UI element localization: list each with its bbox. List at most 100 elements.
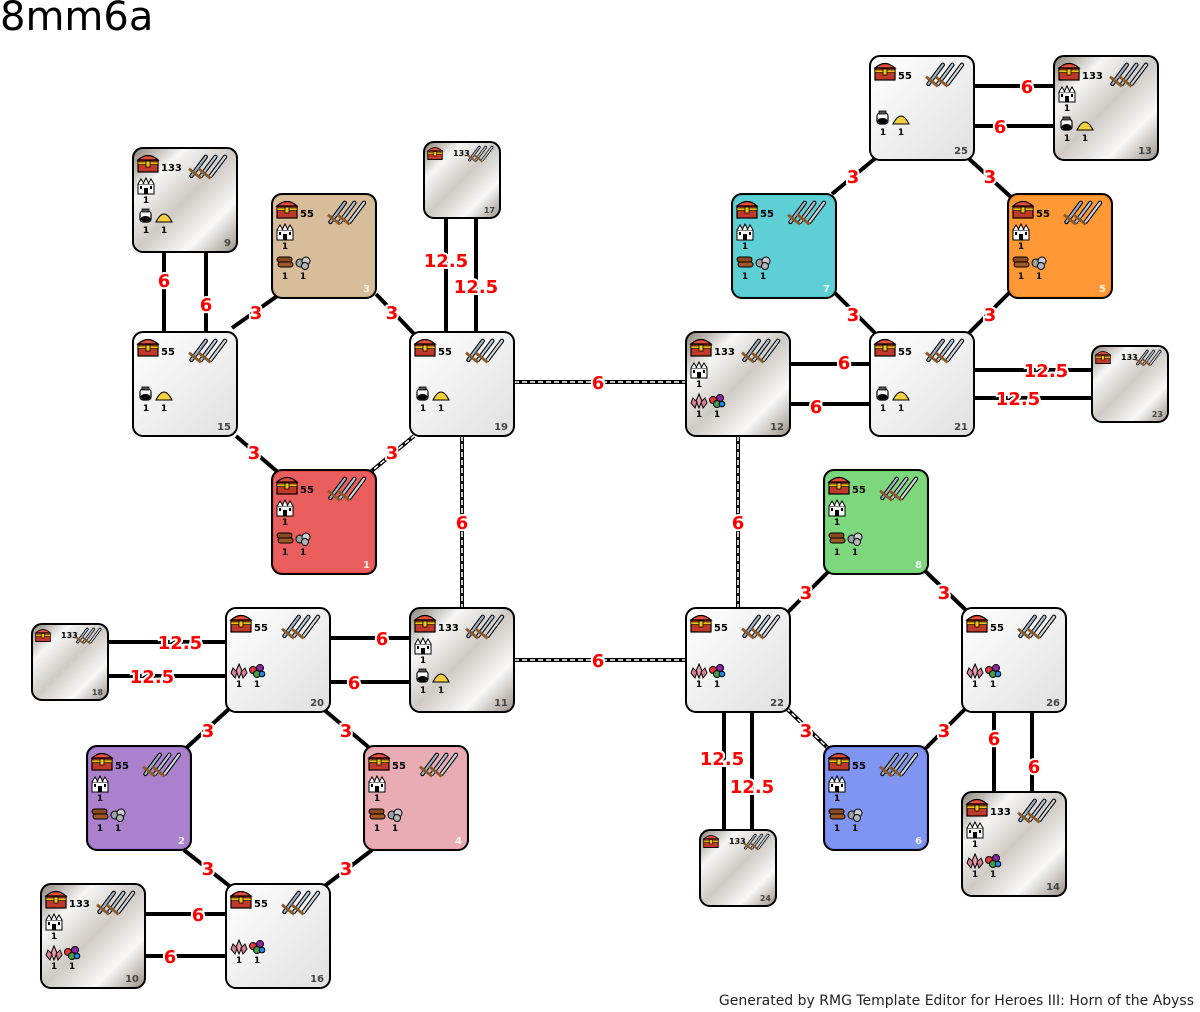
ore-resource-icon bbox=[755, 256, 771, 270]
gems-resource-icon bbox=[249, 664, 266, 678]
connection-label: 3 bbox=[938, 583, 951, 604]
treasure-chest-icon bbox=[413, 614, 437, 633]
zone-number: 5 bbox=[1099, 284, 1106, 295]
town-castle-icon bbox=[828, 774, 846, 793]
zone-number: 4 bbox=[455, 836, 462, 847]
treasure-value: 133 bbox=[1121, 353, 1138, 362]
connection-line bbox=[964, 154, 1014, 200]
ore-resource-icon bbox=[387, 808, 403, 822]
connection-1-19: 3 bbox=[366, 434, 416, 476]
zone-number: 1 bbox=[363, 560, 370, 571]
guards-swords-icon bbox=[465, 614, 505, 640]
town-castle-icon bbox=[45, 912, 63, 931]
treasure-value: 55 bbox=[990, 623, 1004, 634]
treasure-value: 55 bbox=[898, 347, 912, 358]
resource-count: 1 bbox=[834, 518, 840, 528]
connection-26-14: 6 bbox=[1026, 712, 1042, 792]
wood-resource-icon bbox=[736, 256, 754, 268]
resource-count: 1 bbox=[834, 548, 840, 558]
resource-count: 1 bbox=[143, 404, 149, 414]
connection-3-19: 3 bbox=[374, 292, 418, 338]
guards-swords-icon bbox=[142, 752, 182, 778]
connection-label: 12.5 bbox=[130, 667, 174, 688]
treasure-value: 55 bbox=[254, 623, 268, 634]
treasure-chest-icon bbox=[136, 338, 160, 357]
connection-22-24: 12.5 bbox=[698, 712, 746, 830]
connection-label: 3 bbox=[250, 303, 263, 324]
treasure-chest-icon bbox=[689, 338, 713, 357]
connection-20-11: 6 bbox=[330, 671, 410, 696]
guards-swords-icon bbox=[188, 154, 228, 180]
connection-label: 6 bbox=[592, 651, 605, 672]
treasure-value: 55 bbox=[300, 209, 314, 220]
guards-swords-icon bbox=[879, 476, 919, 502]
guards-swords-icon bbox=[327, 200, 367, 226]
zone-number: 19 bbox=[494, 422, 508, 433]
connection-5-21: 3 bbox=[964, 288, 1014, 338]
wood-resource-icon bbox=[1012, 256, 1030, 268]
connection-label: 3 bbox=[340, 721, 353, 742]
connection-25-13: 6 bbox=[974, 115, 1054, 140]
resource-count: 1 bbox=[282, 272, 288, 282]
gems-resource-icon bbox=[985, 664, 1002, 678]
page-title: 8mm6a bbox=[0, 0, 154, 40]
zone-number: 10 bbox=[125, 974, 139, 985]
connection-9-15: 6 bbox=[156, 252, 172, 336]
zone-number: 2 bbox=[178, 836, 185, 847]
zone-number: 12 bbox=[770, 422, 784, 433]
mercury-resource-icon bbox=[416, 668, 429, 683]
resource-count: 1 bbox=[696, 680, 702, 690]
connection-label: 6 bbox=[810, 397, 823, 418]
zone-number: 21 bbox=[954, 422, 968, 433]
connection-line bbox=[830, 288, 880, 338]
resource-count: 1 bbox=[880, 404, 886, 414]
guards-swords-icon bbox=[281, 614, 321, 640]
mercury-resource-icon bbox=[139, 208, 152, 223]
mercury-resource-icon bbox=[139, 386, 152, 401]
resource-count: 1 bbox=[282, 242, 288, 252]
town-castle-icon bbox=[276, 222, 294, 241]
resource-count: 1 bbox=[714, 410, 720, 420]
treasure-value: 55 bbox=[254, 899, 268, 910]
treasure-chest-icon bbox=[827, 752, 851, 771]
guards-swords-icon bbox=[96, 890, 136, 916]
resource-count: 1 bbox=[972, 680, 978, 690]
treasure-value: 133 bbox=[161, 163, 182, 174]
zone-number: 11 bbox=[494, 698, 508, 709]
resource-count: 1 bbox=[742, 242, 748, 252]
treasure-value: 133 bbox=[990, 807, 1011, 818]
connection-dash bbox=[367, 435, 415, 475]
treasure-chest-icon bbox=[229, 614, 253, 633]
connection-line bbox=[182, 706, 232, 752]
zone-number: 18 bbox=[92, 688, 104, 697]
connection-20-2: 3 bbox=[182, 706, 232, 752]
sulfur-resource-icon bbox=[1076, 121, 1094, 131]
